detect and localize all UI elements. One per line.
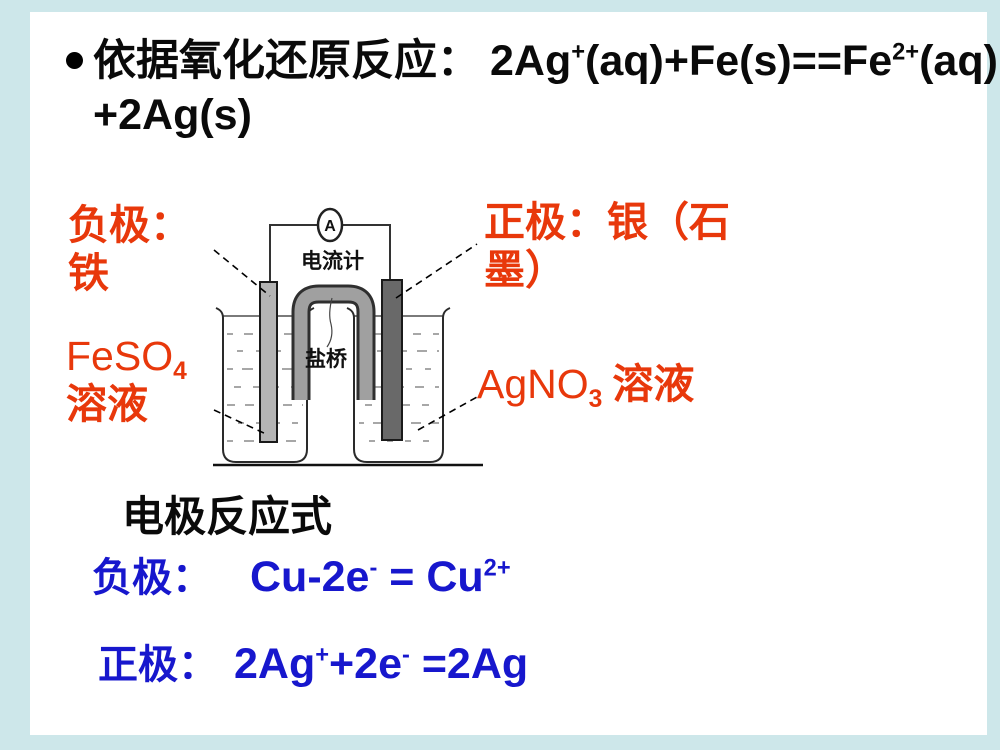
eq-part: (aq) xyxy=(919,37,998,85)
leader-line-positive xyxy=(395,243,478,299)
eq-sup: 2+ xyxy=(892,39,920,66)
leader-lines xyxy=(213,243,478,435)
positive-reaction-row: 正极： 2Ag++2e- =2Ag xyxy=(98,632,528,690)
salt-bridge-crack xyxy=(326,297,333,348)
positive-reaction-label: 正极： xyxy=(98,643,218,687)
left-solution-subscript: 4 xyxy=(173,358,187,386)
eq-sup: 2+ xyxy=(483,555,511,582)
leader-line-negative xyxy=(213,249,271,297)
eq-part: Cu-2e xyxy=(250,553,370,601)
salt-bridge xyxy=(291,284,376,400)
salt-bridge-label: 盐桥 xyxy=(305,347,348,371)
right-solution-formula: AgNO xyxy=(477,361,589,407)
right-solution-suffix: 溶液 xyxy=(612,361,695,407)
eq-part: +2e xyxy=(329,640,402,688)
slide-canvas: 依据氧化还原反应：2Ag+(aq)+Fe(s)==Fe2+(aq) +2Ag(s… xyxy=(30,12,998,735)
right-solution-subscript: 3 xyxy=(588,386,603,414)
eq-sup: - xyxy=(369,555,378,582)
left-solution-formula: FeSO xyxy=(66,333,174,379)
left-solution-label: FeSO4 溶液 xyxy=(66,332,187,429)
leader-line-right-solution xyxy=(417,396,478,431)
title-line-2: +2Ag(s) xyxy=(93,91,252,139)
negative-electrode-line1: 负极： xyxy=(68,202,191,248)
left-solution-line2: 溶液 xyxy=(66,381,148,428)
eq-sup: - xyxy=(402,642,410,669)
negative-reaction-equation: Cu-2e- = Cu2+ xyxy=(250,553,511,601)
ammeter-label: 电流计 xyxy=(301,249,364,273)
eq-part: (aq)+Fe(s)==Fe xyxy=(585,37,893,85)
title-line-1: 依据氧化还原反应：2Ag+(aq)+Fe(s)==Fe2+(aq) xyxy=(93,34,998,88)
negative-reaction-row: 负极： Cu-2e- = Cu2+ xyxy=(92,545,511,603)
leader-line-left-solution xyxy=(213,409,267,435)
title-zh: 依据氧化还原反应： xyxy=(93,37,480,85)
title-equation: 2Ag+(aq)+Fe(s)==Fe2+(aq) xyxy=(490,37,998,85)
left-solution-formula-line: FeSO4 xyxy=(66,332,187,384)
negative-reaction-label: 负极： xyxy=(92,556,212,600)
positive-electrode-label: 正极：银（石 墨） xyxy=(484,198,730,295)
iron-electrode xyxy=(259,281,278,443)
ammeter-symbol: A xyxy=(324,218,336,235)
galvanic-cell-diagram: A 电流计 盐桥 xyxy=(213,207,483,467)
bullet-dot xyxy=(66,52,83,69)
right-solution-label: AgNO3 溶液 xyxy=(477,360,695,412)
negative-electrode-line2: 铁 xyxy=(68,250,109,297)
positive-electrode-line1: 正极：银（石 xyxy=(484,199,730,245)
eq-sup: + xyxy=(315,642,330,669)
negative-electrode-label: 负极： 铁 xyxy=(68,201,191,298)
positive-reaction-equation: 2Ag++2e- =2Ag xyxy=(234,640,528,688)
eq-part: 2Ag xyxy=(490,37,572,85)
eq-sup: + xyxy=(571,39,586,66)
reactions-heading: 电极反应式 xyxy=(122,493,333,540)
eq-part: 2Ag xyxy=(234,640,316,688)
eq-part: =2Ag xyxy=(409,640,529,688)
positive-electrode-line2: 墨） xyxy=(484,247,566,294)
ammeter-icon: A xyxy=(316,207,344,243)
eq-part: = Cu xyxy=(377,553,484,601)
silver-electrode xyxy=(381,279,403,441)
